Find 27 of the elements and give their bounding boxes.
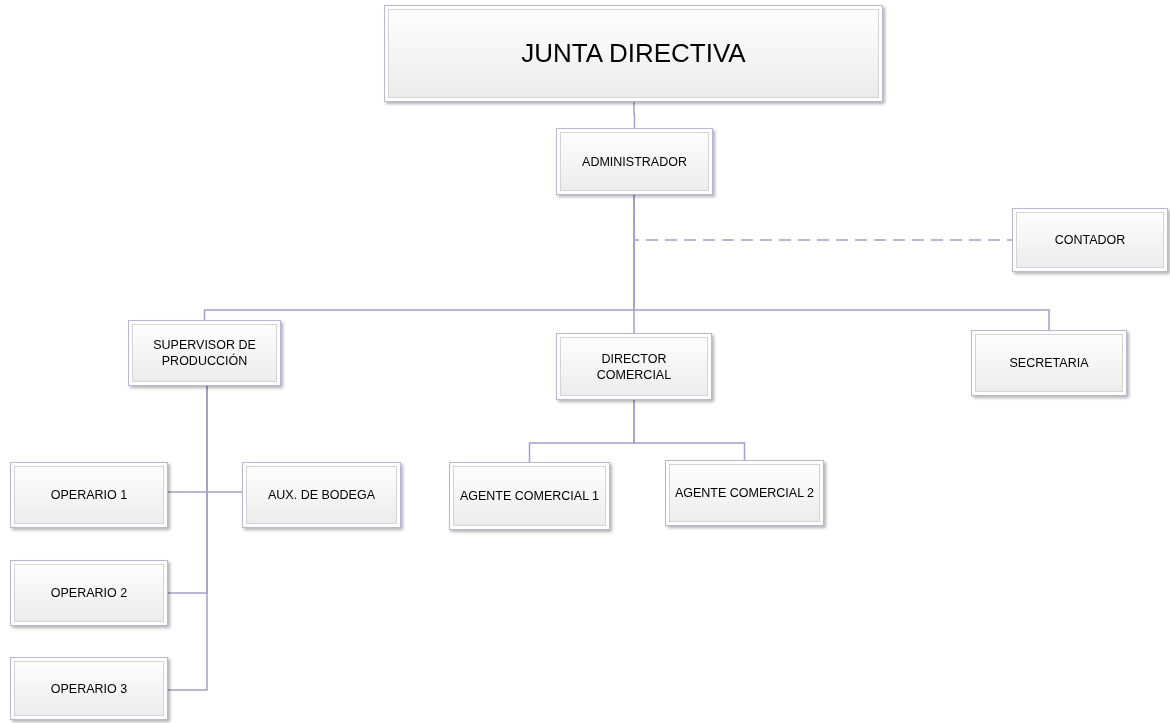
position-title: DIRECTOR COMERCIAL [595,350,673,383]
org-box [449,462,610,530]
org-box [665,460,824,526]
org-box [10,462,168,528]
position-title: SUPERVISOR DE PRODUCCIÓN [152,337,257,369]
org-box [384,5,883,102]
position-title: OPERARIO 1 [50,487,128,503]
position-title: ADMINISTRADOR [582,153,687,170]
position-title: AGENTE COMERCIAL 2 [674,485,815,501]
position-title: AGENTE COMERCIAL 1 [459,488,600,504]
connector-line [167,385,208,691]
org-box [556,333,712,400]
position-title: SECRETARIA [1009,355,1089,371]
org-box [10,560,168,626]
connector-line [633,101,636,129]
position-title: OPERARIO 3 [50,680,128,697]
position-title: CONTADOR [1054,232,1126,248]
position-title: OPERARIO 2 [50,585,128,601]
org-box [128,320,281,386]
position-title: JUNTA DIRECTIVA [521,37,746,70]
org-box [242,462,401,528]
org-box [971,330,1127,396]
org-box [10,657,168,720]
position-title: AUX. DE BODEGA [268,487,375,503]
org-box [1012,208,1168,272]
connector-line [633,399,746,461]
org-box [556,128,713,195]
